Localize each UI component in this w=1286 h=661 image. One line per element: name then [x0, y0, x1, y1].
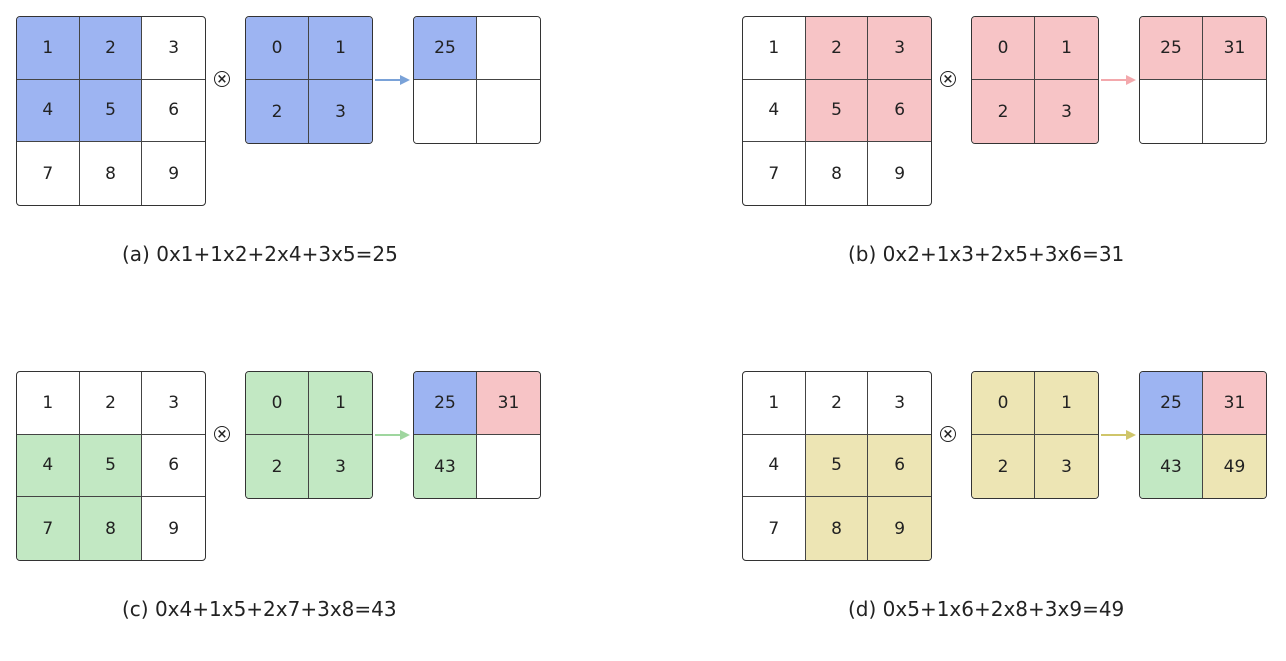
input-cell: 5 — [805, 434, 869, 498]
input-cell: 4 — [17, 79, 80, 143]
input-cell: 3 — [868, 372, 931, 435]
kernel-cell: 3 — [1035, 435, 1098, 498]
input-cell: 2 — [79, 372, 143, 435]
input-cell: 9 — [168, 518, 180, 539]
kernel-cell: 2 — [972, 435, 1035, 498]
output-cell: 43 — [414, 435, 477, 498]
kernel-cell: 3 — [309, 435, 372, 498]
kernel-cell: 3 — [309, 80, 372, 143]
input-cell: 2 — [79, 17, 143, 80]
kernel-cell: 1 — [309, 17, 372, 80]
kernel-cell: 0 — [246, 372, 309, 435]
convolution-operator-icon: × — [214, 426, 230, 442]
convolution-operator-icon: × — [940, 426, 956, 442]
input-cell: 5 — [79, 434, 143, 498]
kernel-cell: 1 — [309, 372, 372, 435]
input-cell: 3 — [142, 17, 205, 80]
input-cell: 3 — [142, 372, 205, 435]
input-cell: 8 — [805, 497, 869, 560]
arrow-icon — [1101, 429, 1137, 441]
kernel-cell: 0 — [972, 17, 1035, 80]
kernel-cell: 2 — [246, 80, 309, 143]
kernel-cell: 1 — [1035, 372, 1098, 435]
panel-caption: (b) 0x2+1x3+2x5+3x6=31 — [848, 242, 1125, 266]
kernel-cell: 2 — [246, 435, 309, 498]
output-grid: 25 — [413, 16, 541, 144]
input-cell: 7 — [17, 497, 80, 560]
input-cell: 6 — [868, 434, 931, 498]
input-cell: 8 — [806, 142, 869, 205]
output-cell: 25 — [414, 372, 477, 435]
input-cell: 6 — [868, 79, 931, 143]
input-cell: 8 — [79, 497, 143, 560]
input-cell: 6 — [142, 80, 205, 143]
arrow-icon — [375, 74, 411, 86]
output-cell — [477, 17, 540, 80]
panel-caption: (d) 0x5+1x6+2x8+3x9=49 — [848, 597, 1125, 621]
output-cell — [414, 80, 477, 143]
arrow-icon — [375, 429, 411, 441]
input-cell: 2 — [805, 17, 869, 80]
convolution-operator-icon: × — [214, 71, 230, 87]
output-cell — [477, 435, 540, 498]
input-cell: 1 — [743, 372, 806, 435]
output-cell: 25 — [1140, 17, 1203, 80]
output-cell: 25 — [414, 17, 477, 80]
input-cell: 5 — [805, 79, 869, 143]
kernel-cell: 1 — [1035, 17, 1098, 80]
panel-caption: (c) 0x4+1x5+2x7+3x8=43 — [122, 597, 397, 621]
output-cell: 43 — [1140, 435, 1203, 498]
output-cell: 25 — [1140, 372, 1203, 435]
output-cell — [1140, 80, 1203, 143]
input-cell: 1 — [17, 372, 80, 435]
input-cell: 9 — [894, 163, 906, 184]
input-cell: 7 — [743, 142, 806, 205]
kernel-cell: 2 — [972, 80, 1035, 143]
output-cell — [477, 80, 540, 143]
convolution-operator-icon: × — [940, 71, 956, 87]
kernel-cell: 3 — [1035, 80, 1098, 143]
input-cell: 4 — [743, 434, 806, 498]
kernel-cell: 0 — [246, 17, 309, 80]
input-cell: 4 — [743, 79, 806, 143]
output-cell: 49 — [1203, 435, 1266, 498]
input-cell: 9 — [168, 163, 180, 184]
input-cell: 2 — [805, 372, 869, 435]
input-cell: 8 — [80, 142, 143, 205]
input-cell: 4 — [17, 434, 80, 498]
input-cell: 7 — [17, 142, 80, 205]
panel-caption: (a) 0x1+1x2+2x4+3x5=25 — [122, 242, 398, 266]
output-cell: 31 — [1203, 17, 1266, 80]
input-cell: 7 — [743, 497, 806, 560]
output-cell: 31 — [1203, 372, 1266, 435]
kernel-cell: 0 — [972, 372, 1035, 435]
input-cell: 1 — [17, 17, 80, 80]
input-cell: 9 — [868, 497, 931, 560]
input-cell: 3 — [868, 17, 931, 80]
input-cell: 6 — [142, 435, 205, 498]
input-cell: 5 — [79, 79, 143, 143]
arrow-icon — [1101, 74, 1137, 86]
output-cell: 31 — [477, 372, 540, 435]
input-cell: 1 — [743, 17, 806, 80]
output-cell — [1203, 80, 1266, 143]
